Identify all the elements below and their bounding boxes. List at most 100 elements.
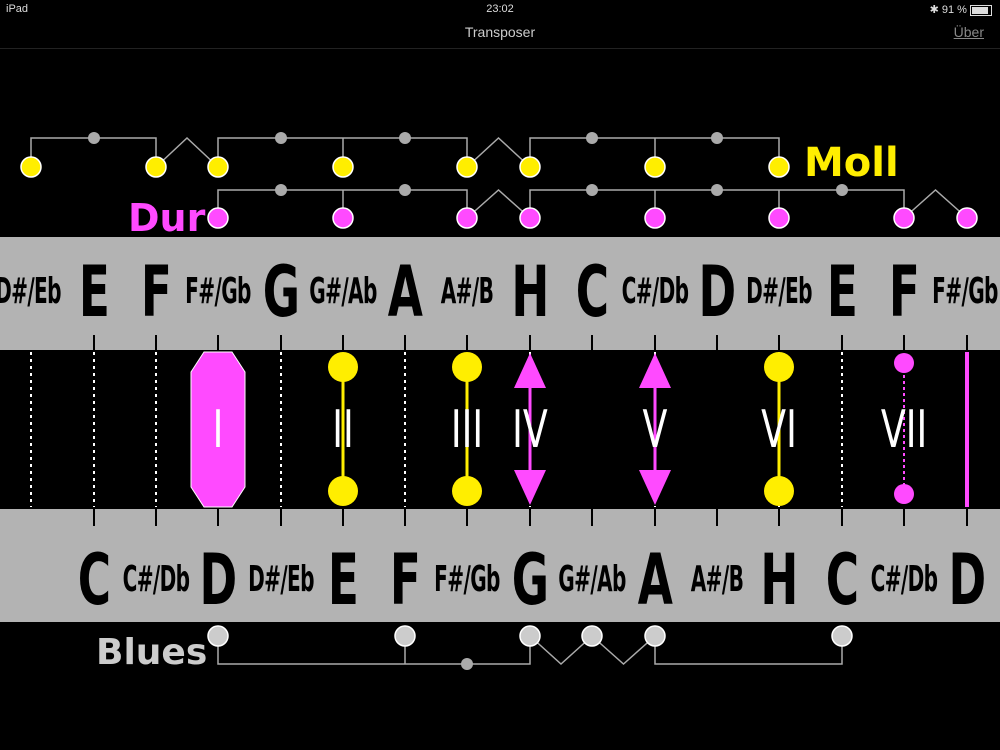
bottom-note-strip[interactable]: [0, 509, 1000, 622]
degree-label-iv: IV: [512, 400, 548, 460]
moll-step-dot: [711, 132, 723, 144]
battery-percent: 91 %: [941, 4, 967, 16]
top-note: A: [387, 251, 423, 333]
dur-step-dot: [711, 184, 723, 196]
blues-step-dot: [461, 658, 473, 670]
degree-arrow-down: [639, 470, 671, 505]
battery-icon: [970, 4, 992, 16]
degree-marker-top: [764, 352, 794, 382]
degree-label-iii: III: [450, 400, 484, 460]
blues-dot: [831, 625, 853, 647]
degree-arrow-up: [639, 353, 671, 388]
top-note: H: [511, 251, 549, 333]
page-title: Transposer: [464, 24, 536, 40]
bottom-note: G: [511, 539, 549, 621]
moll-dot: [207, 156, 229, 178]
dur-dot: [207, 207, 229, 229]
battery-indicator: ✱ 91 %: [930, 3, 992, 16]
top-note: F: [140, 251, 172, 333]
dur-dot: [956, 207, 978, 229]
degree-marker-bottom: [764, 476, 794, 506]
top-note: F#/Gb: [932, 271, 998, 312]
dur-dot: [456, 207, 478, 229]
degree-marker-top: [328, 352, 358, 382]
moll-dot: [768, 156, 790, 178]
moll-label: Moll: [804, 140, 899, 186]
degree-label-i: I: [212, 400, 224, 460]
moll-dot: [20, 156, 42, 178]
top-note: A#/B: [440, 271, 494, 312]
degree-vii-top: [894, 353, 914, 373]
dur-step-dot: [836, 184, 848, 196]
blues-dot: [644, 625, 666, 647]
top-note: E: [826, 251, 858, 333]
bottom-note: A: [637, 539, 673, 621]
degree-arrow-down: [514, 470, 546, 505]
top-note: D#/Eb: [0, 271, 62, 312]
moll-step-dot: [586, 132, 598, 144]
dur-dot: [893, 207, 915, 229]
top-note: E: [78, 251, 110, 333]
moll-dot: [519, 156, 541, 178]
bluetooth-icon: ✱: [929, 4, 939, 16]
top-note: C#/Db: [621, 271, 689, 312]
dur-step-dot: [275, 184, 287, 196]
bottom-note: F#/Gb: [434, 559, 500, 600]
blues-dot: [394, 625, 416, 647]
degree-label-vii: VII: [880, 400, 928, 460]
dur-dot: [768, 207, 790, 229]
dur-dot: [519, 207, 541, 229]
moll-dot: [332, 156, 354, 178]
device-label: iPad: [6, 3, 29, 15]
bottom-note: H: [760, 539, 798, 621]
top-note: F: [888, 251, 920, 333]
navigation-bar: Transposer Über: [0, 18, 1000, 49]
clock: 23:02: [486, 3, 514, 15]
bottom-note: D: [199, 539, 238, 621]
dur-step-dot: [399, 184, 411, 196]
bottom-note: E: [327, 539, 359, 621]
bottom-note: D: [948, 539, 987, 621]
degree-i-marker: [190, 351, 246, 508]
top-note: G: [262, 251, 300, 333]
dur-label: Dur: [128, 196, 206, 240]
degree-label-ii: II: [332, 400, 354, 460]
bottom-note: C: [77, 539, 111, 621]
top-note: D: [698, 251, 737, 333]
bottom-note: D#/Eb: [248, 559, 314, 600]
top-note: F#/Gb: [185, 271, 251, 312]
status-bar: iPad 23:02 ✱ 91 %: [0, 0, 1000, 18]
bottom-note: F: [389, 539, 421, 621]
moll-dot: [145, 156, 167, 178]
top-note: G#/Ab: [309, 271, 377, 312]
blues-dot: [519, 625, 541, 647]
blues-dot: [207, 625, 229, 647]
degree-label-vi: VI: [761, 400, 797, 460]
degree-marker-top: [452, 352, 482, 382]
degree-arrow-up: [514, 353, 546, 388]
degree-label-v: V: [642, 400, 668, 460]
top-note-strip[interactable]: [0, 237, 1000, 350]
bottom-note: G#/Ab: [558, 559, 626, 600]
blues-dot: [581, 625, 603, 647]
degree-vii-bottom: [894, 484, 914, 504]
moll-dot: [644, 156, 666, 178]
bottom-note: C#/Db: [870, 559, 938, 600]
moll-step-dot: [275, 132, 287, 144]
dur-dot: [332, 207, 354, 229]
bottom-note: A#/B: [690, 559, 744, 600]
degree-marker-bottom: [328, 476, 358, 506]
about-button[interactable]: Über: [953, 24, 984, 40]
moll-step-dot: [88, 132, 100, 144]
bottom-note: C: [825, 539, 859, 621]
top-note: D#/Eb: [746, 271, 812, 312]
dur-dot: [644, 207, 666, 229]
moll-dot: [456, 156, 478, 178]
moll-step-dot: [399, 132, 411, 144]
bottom-note: C#/Db: [122, 559, 190, 600]
blues-label: Blues: [96, 632, 208, 673]
dur-step-dot: [586, 184, 598, 196]
degree-marker-bottom: [452, 476, 482, 506]
top-note: C: [575, 251, 609, 333]
